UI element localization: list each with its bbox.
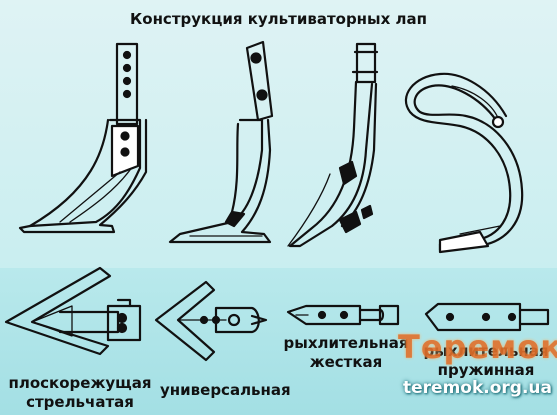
label-spring-loosening: рыхлительная пружинная [416,342,556,380]
side-paw-spring-loosening [404,72,524,254]
label-spring-loosening-line2: пружинная [437,361,535,379]
watermark-url: teremok.org.ua [403,378,552,398]
top-paw-rigid-loosening [286,304,400,326]
top-paw-flat-cutting-arrow [4,266,142,356]
side-paw-universal [168,40,274,244]
background-top [0,0,557,268]
label-rigid-loosening-line1: рыхлительная [283,334,409,352]
label-flat-cutting-line1: плоскорежущая [8,374,152,392]
label-universal-line1: универсальная [160,381,291,399]
label-flat-cutting: плоскорежущая стрельчатая [0,374,160,412]
top-paw-spring-loosening [424,302,550,332]
label-universal: универсальная [160,381,291,400]
figure-title: Конструкция культиваторных лап [130,10,427,28]
watermark-logo: Теремок [398,328,557,366]
label-rigid-loosening-line2: жесткая [309,353,383,371]
label-rigid-loosening: рыхлительная жесткая [276,334,416,372]
label-flat-cutting-line2: стрельчатая [26,393,134,411]
side-paw-rigid-loosening [287,42,379,248]
side-paw-flat-cutting [18,42,148,234]
top-paw-universal [154,280,268,362]
label-spring-loosening-line1: рыхлительная [423,342,549,360]
